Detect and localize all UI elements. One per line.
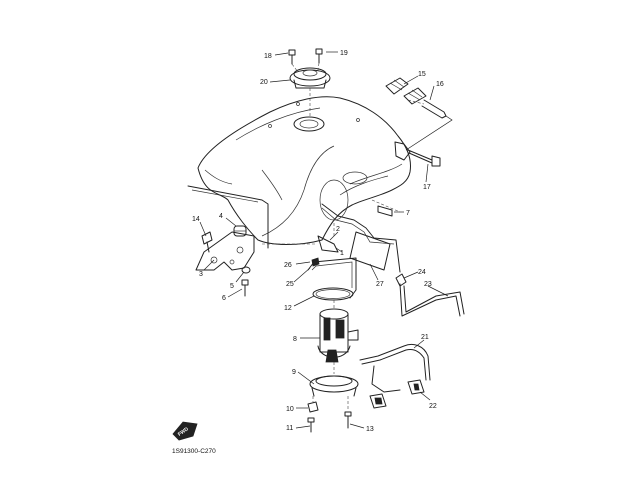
leader-lines — [199, 51, 449, 429]
filler-cap — [289, 67, 331, 118]
cap-bolt-left — [288, 49, 299, 73]
tank-hose-25 — [307, 257, 357, 299]
breather-hose-23 — [399, 283, 465, 317]
bracket-washer — [241, 266, 251, 274]
part-label: 5 — [230, 283, 234, 290]
rubber-dampers — [385, 77, 427, 105]
bracket-bolt — [201, 231, 213, 253]
screw-13 — [344, 396, 352, 429]
tank-bolt — [407, 149, 441, 167]
hose-clip-24 — [395, 273, 407, 287]
part-label: 17 — [423, 184, 431, 191]
part-label: 10 — [286, 406, 294, 413]
part-labels: 18 19 20 15 16 17 7 14 4 2 1 3 26 24 25 … — [192, 50, 444, 433]
bracket-damper — [233, 225, 247, 237]
hose-clip-26 — [311, 257, 320, 267]
fuel-hose-21 — [359, 343, 431, 393]
front-marker-label: FWD — [177, 426, 190, 438]
part-label: 8 — [293, 336, 297, 343]
screw-11 — [307, 417, 315, 433]
pump-gasket — [312, 287, 354, 301]
clamp-10 — [307, 396, 319, 413]
part-label: 1 — [340, 250, 344, 257]
part-label: 3 — [199, 271, 203, 278]
side-bracket — [195, 231, 255, 271]
part-label: 4 — [219, 213, 223, 220]
sender-1-2 — [317, 218, 339, 253]
part-label: 9 — [292, 369, 296, 376]
part-label: 25 — [286, 281, 294, 288]
bracket-bolt-lower — [241, 279, 249, 297]
pump-plate — [309, 362, 359, 397]
tank-bracket-rod — [187, 185, 315, 249]
mounting-rod — [405, 99, 453, 151]
part-label: 22 — [429, 403, 437, 410]
part-label: 21 — [421, 334, 429, 341]
part-label: 19 — [340, 50, 348, 57]
drawing-code: 1S91300-C270 — [172, 448, 216, 455]
hose-clip-22 — [407, 379, 425, 395]
part-label: 24 — [418, 269, 426, 276]
tank-hoses — [321, 199, 401, 273]
part-label: 2 — [336, 226, 340, 233]
fuel-tank — [197, 96, 411, 245]
part-label: 18 — [264, 53, 272, 60]
part-label: 27 — [376, 281, 384, 288]
part-label: 12 — [284, 305, 292, 312]
drain-tray-27 — [349, 231, 391, 271]
tank-bracket-7 — [377, 205, 393, 217]
part-label: 16 — [436, 81, 444, 88]
cap-bolt-right — [315, 48, 323, 71]
part-label: 11 — [286, 425, 293, 432]
fuel-pump — [317, 300, 359, 363]
part-label: 13 — [366, 426, 374, 433]
connector-left — [369, 393, 387, 409]
front-direction-marker: FWD — [172, 421, 198, 441]
part-label: 15 — [418, 71, 426, 78]
part-label: 23 — [424, 281, 432, 288]
part-label: 6 — [222, 295, 226, 302]
part-label: 14 — [192, 216, 200, 223]
part-label: 20 — [260, 79, 268, 86]
part-label: 7 — [406, 210, 410, 217]
part-label: 26 — [284, 262, 292, 269]
